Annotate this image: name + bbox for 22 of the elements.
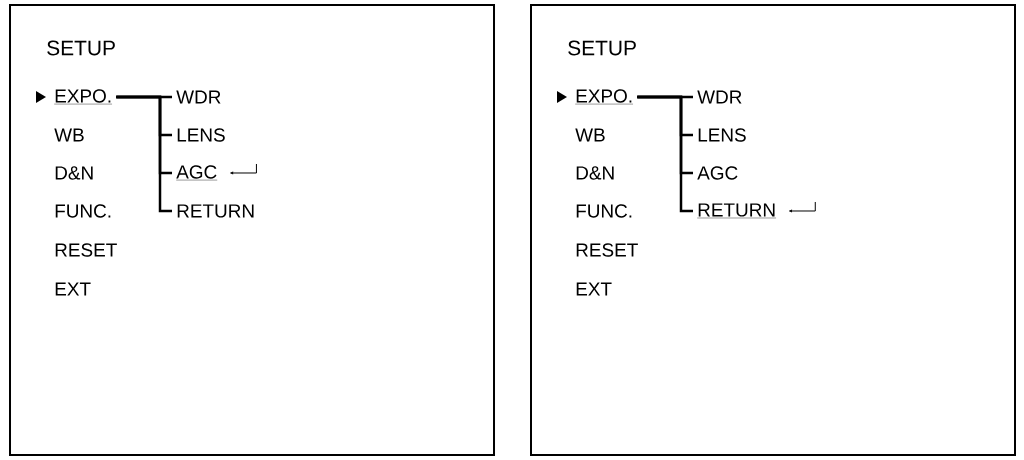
menu-item: AGC (176, 165, 218, 181)
menu-item: RESET (55, 243, 117, 257)
menu-item: WB (54, 128, 84, 142)
menu-item: WDR (176, 90, 221, 104)
tree-connector (637, 95, 693, 213)
menu-item: RETURN (177, 204, 254, 218)
menu-item: D&N (576, 166, 614, 180)
menu-item: EXT (576, 282, 612, 296)
menu-item: LENS (698, 128, 746, 142)
menu-item: EXPO. (575, 89, 634, 105)
menu-item: AGC (697, 166, 738, 180)
menu-item: D&N (55, 166, 93, 180)
menu-item: EXPO. (54, 89, 113, 105)
menu-item: FUNC. (55, 204, 111, 218)
tree-connector (116, 95, 172, 213)
menu-item: FUNC. (576, 204, 632, 218)
menu-item: EXT (55, 282, 91, 296)
menu-item: WDR (697, 90, 742, 104)
menu-item: RETURN (697, 203, 777, 219)
menu-item: LENS (177, 128, 225, 142)
menu-item: WB (575, 128, 605, 142)
menu-item: RESET (576, 243, 638, 257)
